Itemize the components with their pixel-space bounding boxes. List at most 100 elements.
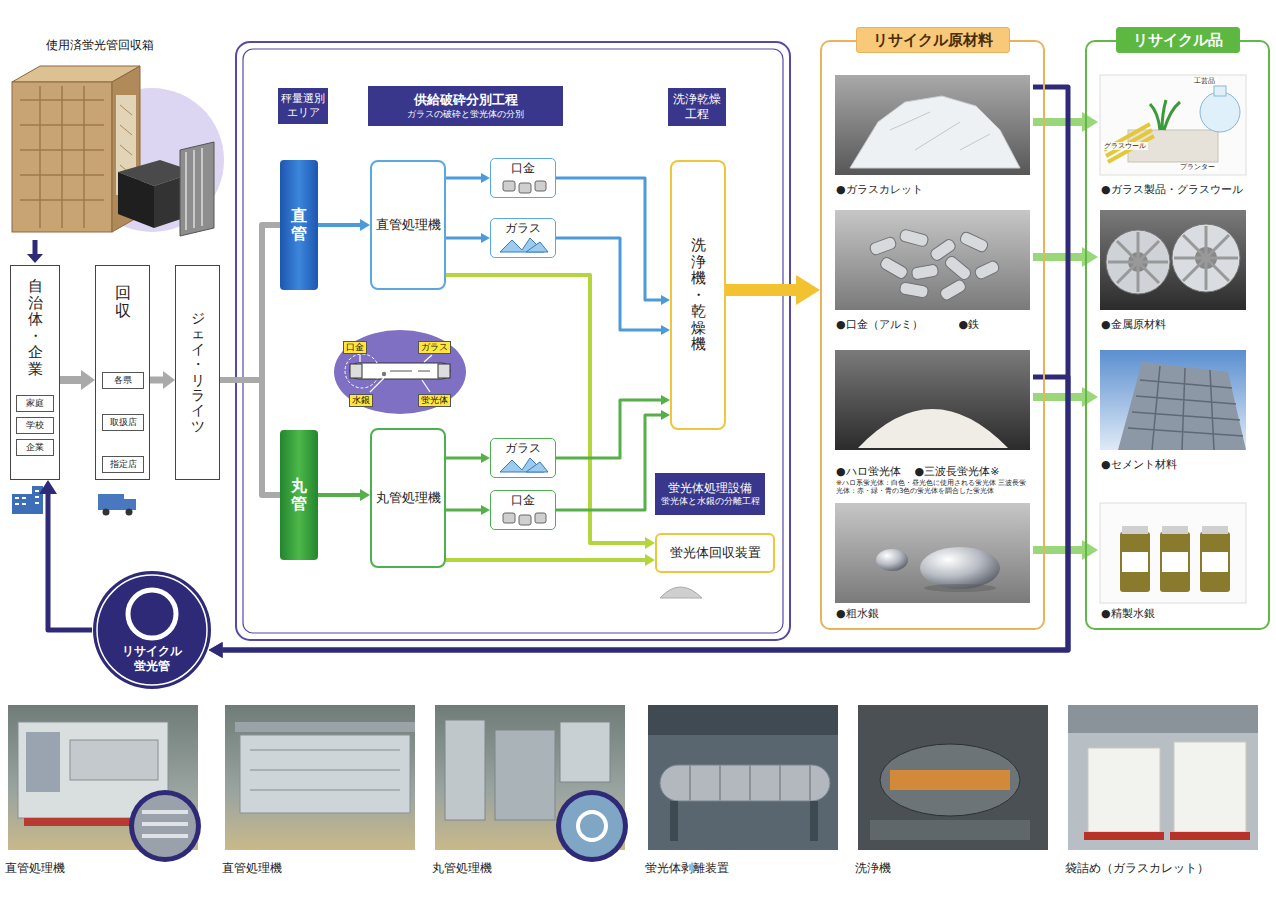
node-title: 洗浄乾燥工程 — [673, 92, 721, 122]
flow-arrow — [220, 225, 280, 380]
text-row: ガラス — [505, 221, 541, 236]
node-text: ●鉄 — [959, 318, 980, 332]
node-title: 蛍光体回収装置 — [670, 545, 761, 561]
part-tag: 蛍光体 — [418, 394, 451, 407]
node-title: ●ガラス製品・グラスウール — [1101, 183, 1243, 197]
part-tag: 水銀 — [349, 394, 373, 407]
result-panel: ●ガラスカレット●口金（アルミ）●鉄●ハロ蛍光体●三波長蛍光体※※ハロ系蛍光体：… — [820, 40, 1045, 630]
text-row: ガラス — [505, 441, 541, 456]
text-row: リサイクル蛍光管 — [122, 644, 182, 674]
node-title: 直管 — [291, 207, 307, 242]
text-row: 秤量選別エリア — [281, 92, 325, 120]
source-box: 家庭 — [16, 395, 54, 412]
text-row: 自治体・企業 — [28, 278, 43, 377]
text-row: 丸管処理機 — [432, 861, 492, 876]
node-title: 取扱店 — [110, 417, 137, 428]
text-row: 供給破砕分別工程 — [414, 92, 518, 108]
node-title: 蛍光体処理設備 — [668, 481, 752, 496]
flow-arrow — [556, 415, 661, 510]
text-row: 各県 — [114, 375, 132, 386]
text-row: 回収 — [115, 284, 131, 319]
node-title: 口金 — [511, 161, 535, 176]
text-row: ●ガラスカレット — [836, 183, 923, 197]
node-title: ●精製水銀 — [1101, 607, 1155, 621]
photo-tile: 蛍光体剥離装置 — [645, 705, 838, 876]
text-row: ●精製水銀 — [1101, 607, 1155, 621]
node-title: ガラス — [505, 221, 541, 236]
node-title: 直管処理機 — [376, 217, 441, 233]
node-title: ●セメント材料 — [1101, 458, 1177, 472]
photo-tile: 直管処理機 — [222, 705, 415, 876]
product-tile: ●セメント材料 — [1098, 347, 1248, 475]
building-icon — [12, 486, 43, 514]
flow-arrow — [60, 376, 81, 384]
text-row: ●ガラス製品・グラスウール — [1101, 183, 1243, 197]
collection-box-illustration — [12, 66, 224, 236]
node-title: 学校 — [26, 420, 44, 431]
text-row: 直管処理機 — [5, 861, 65, 876]
text-row: 直管 — [291, 207, 307, 242]
text-row: 蛍光体剥離装置 — [645, 861, 729, 876]
flow-arrow — [446, 558, 645, 562]
flow-arrow — [726, 284, 796, 296]
output-box: 口金 — [490, 490, 556, 530]
node-text: ガラスの破砕と蛍光体の分別 — [407, 109, 524, 120]
product-tile: ●精製水銀 — [1098, 500, 1248, 624]
text-row: 蛍光体処理設備 — [668, 481, 752, 496]
text-row: 蛍光体回収装置 — [670, 545, 761, 561]
node-title: 各県 — [114, 375, 132, 386]
node-text: ●三波長蛍光体※ — [915, 465, 1000, 479]
text-row: 丸管 — [291, 477, 307, 512]
node-title: 洗浄機・乾燥機 — [691, 237, 706, 353]
process-panel-inner — [243, 49, 783, 633]
text-row: ●ハロ蛍光体 ●三波長蛍光体※ — [836, 465, 999, 479]
processor-box: 丸管処理機 — [370, 428, 446, 568]
text-row: 口金 — [511, 161, 535, 176]
node-title: リサイクル蛍光管 — [122, 644, 182, 674]
node-title: リサイクル原材料 — [856, 27, 1010, 53]
photo-tile: 丸管処理機 — [432, 705, 625, 876]
material-tile: ●口金（アルミ） ●鉄 — [833, 207, 1033, 335]
source-group-box: 家庭学校企業 自治体・企業 — [10, 265, 60, 480]
text-row: リサイクル原材料 — [856, 42, 1010, 53]
arrowhead — [27, 254, 43, 263]
route-box: 各県 — [102, 372, 144, 389]
text-row: 企業 — [26, 442, 44, 453]
product-photos — [1100, 75, 1246, 603]
flow-arrow — [1033, 253, 1082, 261]
stage-header: 供給破砕分別工程ガラスの破砕と蛍光体の分別 — [368, 86, 563, 126]
text-row: 学校 — [26, 420, 44, 431]
text-row: 直管処理機 — [376, 217, 441, 233]
node-title: 回収 — [115, 284, 131, 319]
source-box: 企業 — [16, 439, 54, 456]
node-title: ●口金（アルミ） — [836, 318, 923, 332]
phosphor-recovery-box: 蛍光体回収装置 — [655, 533, 775, 573]
cap-icon — [503, 181, 546, 525]
text-row: 洗浄機 — [855, 861, 891, 876]
flow-arrow — [1033, 546, 1082, 554]
washer-dryer-box: 洗浄機・乾燥機 — [670, 160, 726, 430]
text-row: 袋詰め（ガラスカレット） — [1065, 861, 1209, 876]
flow-arrow — [446, 275, 645, 543]
plant-photos — [8, 705, 1258, 862]
material-tile: ●ハロ蛍光体●三波長蛍光体※※ハロ系蛍光体：白色・昼光色に使用される蛍光体 三波… — [833, 347, 1033, 499]
node-title: 丸管処理機 — [432, 861, 492, 876]
photo-label: プランター — [1178, 163, 1217, 171]
flow-arrow-down — [33, 240, 38, 255]
flow-arrow — [446, 509, 481, 512]
process-panel — [236, 42, 790, 640]
flow-arrow — [220, 380, 280, 495]
text-row: リサイクル品 — [1116, 42, 1240, 53]
node-title: ガラス — [505, 441, 541, 456]
node-title: ●ハロ蛍光体 — [836, 465, 901, 479]
flow-arrow — [1033, 118, 1082, 126]
node-title: 秤量選別エリア — [281, 92, 325, 120]
material-photos — [835, 75, 1030, 603]
node-title: 袋詰め（ガラスカレット） — [1065, 861, 1209, 876]
node-title: 口金 — [511, 493, 535, 508]
text-row: ●セメント材料 — [1101, 458, 1177, 472]
product-tile: ●ガラス製品・グラスウール — [1098, 72, 1248, 200]
node-title: ●ガラスカレット — [836, 183, 923, 197]
node-title: 丸管 — [291, 477, 307, 512]
text-row: 口金 — [511, 493, 535, 508]
